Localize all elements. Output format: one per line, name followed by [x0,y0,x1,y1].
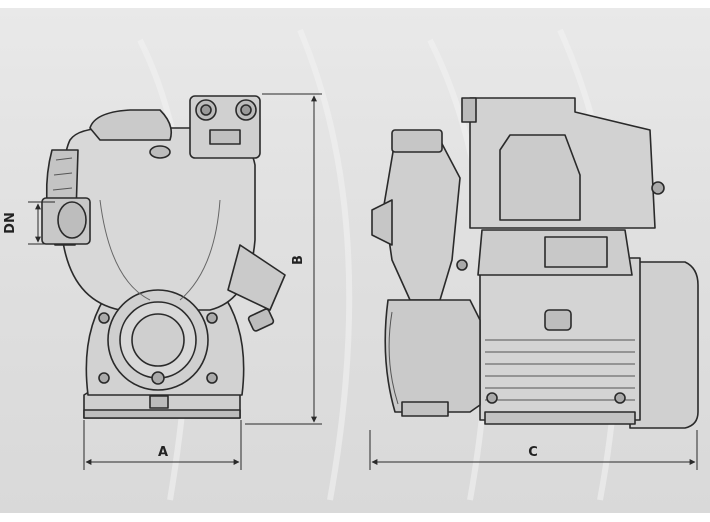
dimension-lines [28,93,698,470]
dimension-label-dn: DN [3,212,18,234]
dimension-label-c: C [528,445,538,460]
front-view [41,95,286,419]
side-view [371,97,699,429]
dimension-label-a: A [158,445,168,460]
dimension-label-b: B [291,255,306,265]
